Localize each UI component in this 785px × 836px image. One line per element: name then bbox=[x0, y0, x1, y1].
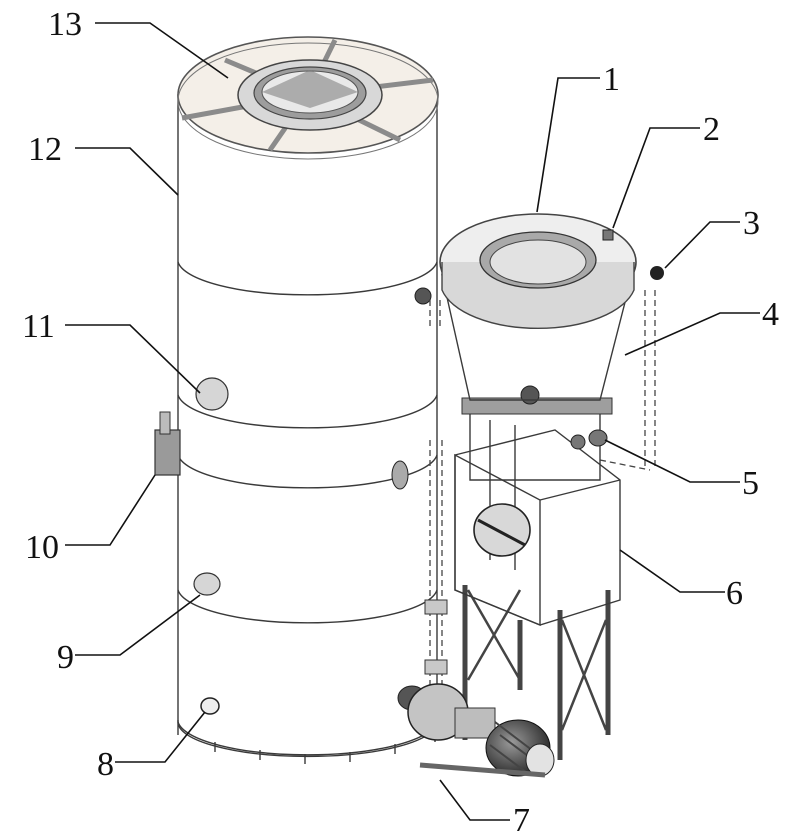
label-10: 10 bbox=[25, 529, 59, 566]
leader-12 bbox=[75, 147, 179, 196]
label-5: 5 bbox=[742, 465, 759, 502]
tower bbox=[154, 36, 439, 764]
label-6: 6 bbox=[726, 575, 743, 612]
leader-4 bbox=[624, 312, 760, 356]
label-3: 3 bbox=[743, 205, 760, 242]
leader-3 bbox=[664, 221, 740, 269]
label-13: 13 bbox=[48, 6, 82, 43]
label-11: 11 bbox=[22, 308, 55, 345]
leader-10 bbox=[65, 474, 156, 546]
hopper bbox=[439, 213, 664, 401]
leader-9 bbox=[75, 594, 201, 656]
label-7: 7 bbox=[513, 802, 530, 836]
piping bbox=[424, 290, 656, 700]
leader-8 bbox=[115, 711, 206, 763]
leader-6 bbox=[619, 549, 725, 593]
label-9: 9 bbox=[57, 639, 74, 676]
label-4: 4 bbox=[762, 296, 779, 333]
leader-1 bbox=[536, 77, 600, 213]
leader-lines bbox=[65, 22, 760, 821]
leader-7 bbox=[439, 779, 510, 821]
label-12: 12 bbox=[28, 131, 62, 168]
leader-2 bbox=[612, 127, 700, 229]
part-numbers: 13 12 11 10 9 8 7 6 5 4 3 2 1 bbox=[22, 6, 779, 836]
label-2: 2 bbox=[703, 111, 720, 148]
leader-11 bbox=[65, 324, 201, 394]
pump-motor bbox=[397, 683, 555, 778]
label-1: 1 bbox=[603, 61, 620, 98]
leader-13 bbox=[95, 22, 229, 79]
housing bbox=[454, 385, 621, 627]
leader-5 bbox=[604, 439, 740, 483]
label-8: 8 bbox=[97, 746, 114, 783]
